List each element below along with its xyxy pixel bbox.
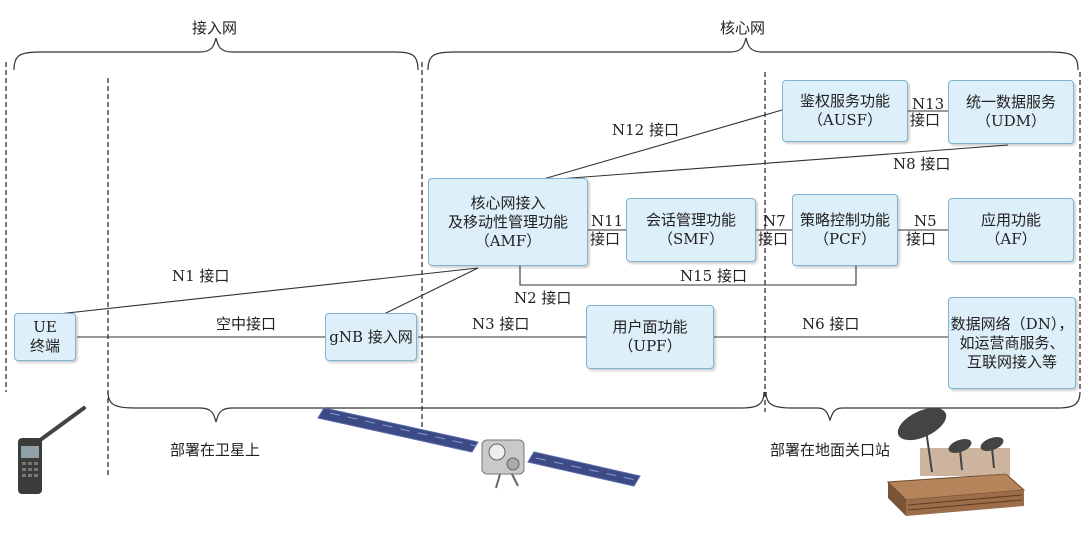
upf-name: 用户面功能	[612, 318, 688, 336]
mobile-phone-icon	[18, 406, 86, 494]
satellite-brace	[107, 391, 765, 423]
dn-line1: 数据网络（DN），	[950, 314, 1074, 333]
n13-label-suffix: 接口	[910, 111, 941, 129]
smf-name: 会话管理功能	[645, 211, 736, 229]
af-name: 应用功能	[980, 211, 1041, 229]
n3-label: N3 接口	[472, 315, 530, 333]
smf-abbr: （SMF）	[657, 230, 725, 248]
ground-station-deployment-label: 部署在地面关口站	[770, 441, 891, 459]
udm-name: 统一数据服务	[965, 93, 1056, 111]
dn-node: 数据网络（DN）， 如运营商服务、 互联网接入等	[948, 297, 1076, 389]
n12-label: N12 接口	[612, 121, 679, 139]
dn-line3: 互联网接入等	[966, 352, 1057, 371]
dn-line2: 如运营商服务、	[959, 333, 1065, 352]
ausf-node: 鉴权服务功能 （AUSF）	[782, 80, 908, 142]
n1-line	[39, 267, 479, 317]
ausf-abbr: （AUSF）	[807, 111, 883, 129]
air-interface-label: 空中接口	[216, 315, 277, 333]
n1-label: N1 接口	[172, 267, 230, 285]
n15-label: N15 接口	[680, 267, 747, 285]
udm-abbr: （UDM）	[975, 112, 1047, 130]
gnb-node: gNB 接入网	[325, 313, 417, 361]
n5-label: N5	[914, 212, 937, 230]
n8-line	[544, 144, 1009, 181]
af-abbr: （AF）	[985, 230, 1037, 248]
amf-abbr: （AMF）	[474, 231, 542, 250]
ground-station-brace	[765, 391, 1081, 422]
ground-station-icon	[886, 407, 1026, 516]
af-node: 应用功能 （AF）	[948, 198, 1074, 262]
n11-label-suffix: 接口	[590, 230, 621, 248]
ue-node: UE 终端	[14, 313, 76, 361]
access-network-brace	[13, 37, 419, 71]
n13-label: N13	[912, 95, 945, 113]
ausf-name: 鉴权服务功能	[799, 92, 890, 110]
pcf-name: 策略控制功能	[799, 211, 890, 229]
core-network-label: 核心网	[720, 19, 766, 37]
amf-line1: 核心网接入	[470, 193, 546, 212]
n7-label-suffix: 接口	[758, 230, 789, 248]
n8-label: N8 接口	[893, 155, 951, 173]
upf-abbr: （UPF）	[618, 337, 682, 355]
smf-node: 会话管理功能 （SMF）	[626, 198, 756, 262]
ue-name: UE	[33, 318, 57, 336]
ue-desc: 终端	[29, 337, 60, 355]
n5-label-suffix: 接口	[906, 230, 937, 248]
satellite-icon	[317, 407, 641, 489]
pcf-abbr: （PCF）	[814, 230, 876, 248]
access-network-label: 接入网	[192, 19, 238, 37]
satellite-deployment-label: 部署在卫星上	[170, 441, 261, 459]
n7-label: N7	[763, 212, 786, 230]
pcf-node: 策略控制功能 （PCF）	[792, 194, 898, 266]
gnb-name: gNB 接入网	[329, 327, 413, 346]
udm-node: 统一数据服务 （UDM）	[948, 80, 1074, 144]
n11-label: N11	[591, 212, 624, 230]
core-network-brace	[427, 37, 1079, 71]
n15-line	[519, 266, 857, 286]
n12-line	[539, 109, 783, 181]
upf-node: 用户面功能 （UPF）	[586, 305, 714, 369]
n2-label: N2 接口	[514, 289, 572, 307]
n2-line	[383, 267, 479, 315]
n6-label: N6 接口	[802, 315, 860, 333]
amf-line2: 及移动性管理功能	[447, 212, 568, 231]
amf-node: 核心网接入 及移动性管理功能 （AMF）	[428, 178, 588, 266]
